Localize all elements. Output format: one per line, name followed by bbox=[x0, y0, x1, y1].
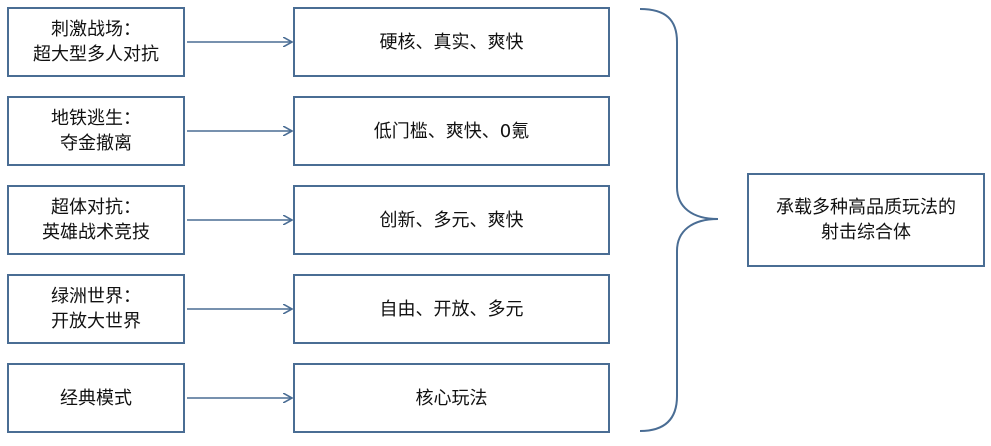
result-box: 承载多种高品质玩法的 射击综合体 bbox=[747, 173, 985, 267]
source-3-line-1: 绿洲世界： bbox=[51, 286, 141, 307]
feature-2-text: 创新、多元、爽快 bbox=[379, 209, 524, 231]
source-box-1: 地铁逃生： 夺金撤离 bbox=[7, 96, 185, 166]
source-box-3: 绿洲世界： 开放大世界 bbox=[7, 274, 185, 344]
grouping-brace bbox=[639, 8, 719, 432]
feature-3-text: 自由、开放、多元 bbox=[379, 298, 524, 320]
source-1-line-1: 地铁逃生： bbox=[51, 108, 141, 129]
source-0-line-2: 超大型多人对抗 bbox=[33, 44, 159, 65]
feature-box-4: 核心玩法 bbox=[293, 363, 610, 433]
source-4-line-1: 经典模式 bbox=[60, 387, 132, 409]
source-box-4: 经典模式 bbox=[7, 363, 185, 433]
feature-box-2: 创新、多元、爽快 bbox=[293, 185, 610, 255]
feature-box-0: 硬核、真实、爽快 bbox=[293, 7, 610, 77]
source-2-line-2: 英雄战术竞技 bbox=[42, 222, 150, 243]
source-box-0: 刺激战场： 超大型多人对抗 bbox=[7, 7, 185, 77]
source-2-line-1: 超体对抗： bbox=[51, 197, 141, 218]
feature-1-text: 低门槛、爽快、0氪 bbox=[373, 120, 530, 142]
feature-box-1: 低门槛、爽快、0氪 bbox=[293, 96, 610, 166]
feature-0-text: 硬核、真实、爽快 bbox=[379, 31, 524, 53]
source-box-2: 超体对抗： 英雄战术竞技 bbox=[7, 185, 185, 255]
source-1-line-2: 夺金撤离 bbox=[60, 133, 132, 154]
source-0-line-1: 刺激战场： bbox=[51, 19, 141, 40]
result-line-2: 射击综合体 bbox=[821, 222, 911, 243]
source-3-line-2: 开放大世界 bbox=[51, 311, 141, 332]
feature-box-3: 自由、开放、多元 bbox=[293, 274, 610, 344]
feature-4-text: 核心玩法 bbox=[415, 387, 488, 409]
result-line-1: 承载多种高品质玩法的 bbox=[776, 197, 956, 218]
